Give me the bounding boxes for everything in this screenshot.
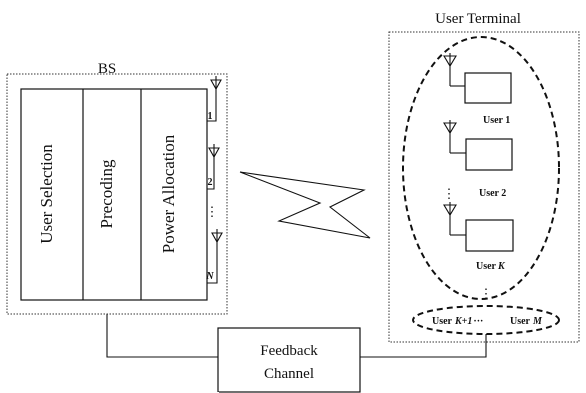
user-terminal-label: User Terminal xyxy=(435,11,521,27)
feedback-label-line2: Channel xyxy=(264,366,314,382)
user-2-device xyxy=(443,120,513,171)
antenna-ellipsis: ⋮ xyxy=(206,204,219,219)
bs-antenna-n xyxy=(207,229,223,284)
feedback-channel-box xyxy=(217,327,361,393)
antenna-port-1-label: 1 xyxy=(208,111,213,122)
bs-block xyxy=(20,88,208,301)
user-k1-dots: ··· xyxy=(473,316,483,327)
bs-dotted-boundary xyxy=(6,73,228,315)
user-m-index: M xyxy=(532,316,543,327)
bs-label: BS xyxy=(98,61,116,77)
bs-antenna-1 xyxy=(207,76,222,122)
users-ellipsis-lower: ⋮ xyxy=(480,286,493,301)
unscheduled-users-ellipse xyxy=(412,305,560,335)
bs-feedback-line xyxy=(106,314,218,358)
bs-antenna-2 xyxy=(207,144,220,190)
power-allocation-label: Power Allocation xyxy=(159,134,178,253)
precoding-label: Precoding xyxy=(97,159,116,228)
user-terminal-dotted-boundary xyxy=(388,31,580,343)
user-k-prefix: User xyxy=(476,261,497,272)
feedback-label-line1: Feedback xyxy=(260,343,318,359)
user-1-label: User 1 xyxy=(483,115,510,126)
ue-feedback-line xyxy=(360,334,487,358)
user-2-label: User 2 xyxy=(479,188,506,199)
antenna-port-n-label: N xyxy=(205,271,214,282)
wireless-link-icon xyxy=(239,171,371,239)
user-k-index: K xyxy=(497,261,506,272)
scheduled-users-ellipse xyxy=(402,36,560,300)
user-selection-label: User Selection xyxy=(37,144,56,244)
user-k1-prefix: User xyxy=(432,316,453,327)
users-ellipsis-upper: ⋮ xyxy=(443,186,456,201)
user-m-prefix: User xyxy=(510,316,531,327)
user-k-device xyxy=(443,202,514,252)
user-1-device xyxy=(443,53,512,104)
user-k1-index: K+1 xyxy=(454,316,472,327)
antenna-port-2-label: 2 xyxy=(208,177,213,188)
